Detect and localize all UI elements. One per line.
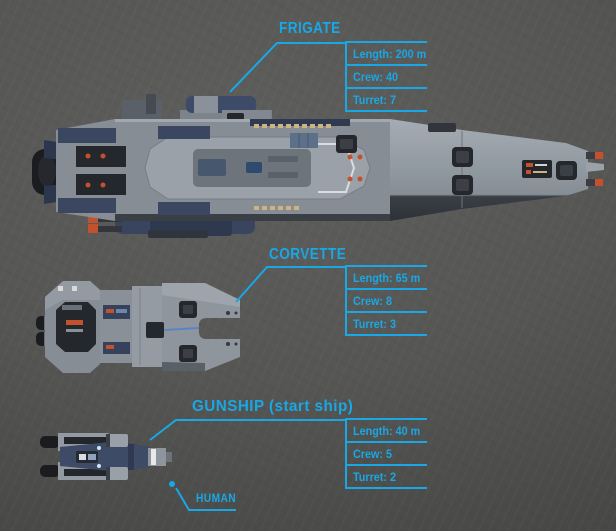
frigate-crew-row: Crew: 40 — [347, 66, 427, 89]
frigate-callout-line — [229, 42, 346, 93]
corvette-length-row: Length: 65 m — [347, 267, 427, 290]
frigate-turret-row: Turret: 7 — [347, 89, 427, 112]
frigate-length-row: Length: 200 m — [347, 43, 427, 66]
corvette-turret-row: Turret: 3 — [347, 313, 427, 336]
corvette-crew-row: Crew: 8 — [347, 290, 427, 313]
corvette-stats-table: Length: 65 m Crew: 8 Turret: 3 — [345, 265, 427, 336]
gunship-turret-row: Turret: 2 — [347, 466, 427, 489]
gunship-ship-illustration — [40, 433, 172, 480]
gunship-label: GUNSHIP (start ship) — [192, 398, 354, 415]
gunship-length-row: Length: 40 m — [347, 420, 427, 443]
frigate-ship-illustration — [32, 94, 604, 238]
frigate-label: FRIGATE — [279, 20, 341, 37]
gunship-crew-row: Crew: 5 — [347, 443, 427, 466]
human-label: HUMAN — [196, 491, 237, 505]
gunship-callout-line — [149, 419, 346, 441]
gunship-stats-table: Length: 40 m Crew: 5 Turret: 2 — [345, 418, 427, 489]
human-callout-line — [175, 487, 236, 511]
corvette-ship-illustration — [36, 281, 240, 373]
corvette-callout-line — [235, 266, 346, 303]
human-marker-dot — [169, 481, 175, 487]
corvette-label: CORVETTE — [269, 246, 347, 263]
frigate-stats-table: Length: 200 m Crew: 40 Turret: 7 — [345, 41, 427, 112]
